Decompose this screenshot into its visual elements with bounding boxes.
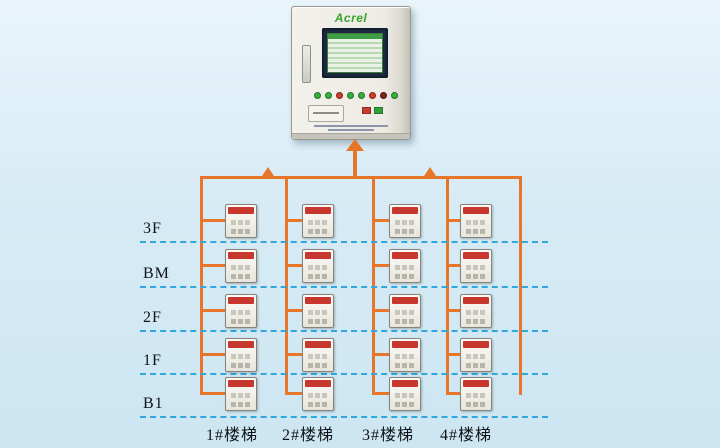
floor-label: 1F <box>143 352 162 369</box>
device-module <box>225 294 257 328</box>
lcd-screen-content <box>327 33 383 73</box>
bus-riser-line <box>446 176 449 395</box>
device-module <box>389 377 421 411</box>
led-indicator <box>391 92 398 99</box>
printer-slot <box>308 105 344 122</box>
bus-stub-line <box>375 392 389 395</box>
bus-stub-line <box>288 309 302 312</box>
device-module <box>225 338 257 372</box>
stair-label: 4#楼梯 <box>439 427 492 444</box>
device-module <box>389 338 421 372</box>
bus-riser-line <box>200 176 203 395</box>
device-module <box>389 204 421 238</box>
bus-riser-line <box>285 176 288 395</box>
device-module <box>225 249 257 283</box>
bus-stub-line <box>449 392 460 395</box>
panel-caption-line <box>328 129 374 131</box>
bus-direction-arrow-icon <box>424 167 436 176</box>
bus-stub-line <box>203 392 225 395</box>
device-module <box>460 204 492 238</box>
led-indicator <box>336 92 343 99</box>
device-module <box>389 294 421 328</box>
bus-riser-line <box>372 176 375 395</box>
indicator-led-row <box>314 92 398 99</box>
device-module <box>389 249 421 283</box>
lcd-screen <box>322 28 388 78</box>
bus-stub-line <box>449 219 460 222</box>
bus-stub-line <box>449 309 460 312</box>
device-module <box>460 249 492 283</box>
bus-stub-line <box>375 309 389 312</box>
cabinet-base <box>292 133 410 139</box>
floor-divider-line <box>140 330 548 332</box>
device-module <box>225 204 257 238</box>
stair-label: 3#楼梯 <box>361 427 414 444</box>
device-module <box>302 294 334 328</box>
led-indicator <box>369 92 376 99</box>
floor-label: B1 <box>143 395 164 412</box>
bus-stub-line <box>203 219 225 222</box>
bus-stub-line <box>288 219 302 222</box>
floor-label: BM <box>143 265 170 282</box>
led-indicator <box>380 92 387 99</box>
acrel-logo: Acrel <box>334 11 368 25</box>
device-module <box>302 338 334 372</box>
indicator-chip <box>374 107 383 114</box>
device-module <box>302 204 334 238</box>
bus-stub-line <box>203 264 225 267</box>
bus-trunk-line <box>200 176 522 179</box>
floor-label: 2F <box>143 309 162 326</box>
device-module <box>302 377 334 411</box>
device-module <box>302 249 334 283</box>
device-module <box>225 377 257 411</box>
bus-direction-arrow-icon <box>262 167 274 176</box>
bus-stub-line <box>203 353 225 356</box>
led-indicator <box>314 92 321 99</box>
bus-stub-line <box>203 309 225 312</box>
floor-divider-line <box>140 416 548 418</box>
bus-stub-line <box>375 264 389 267</box>
led-indicator <box>347 92 354 99</box>
bus-arrow-up-icon <box>346 139 364 151</box>
floor-divider-line <box>140 373 548 375</box>
bus-stub-line <box>375 353 389 356</box>
device-module <box>460 294 492 328</box>
panel-caption-line <box>314 125 388 127</box>
monitor-cabinet: Acrel <box>291 6 411 140</box>
bus-stub-line <box>375 219 389 222</box>
lcd-screen-titlebar <box>328 34 382 39</box>
gauge-tube <box>302 45 311 83</box>
bus-stub-line <box>288 264 302 267</box>
stair-label: 1#楼梯 <box>205 427 258 444</box>
led-indicator <box>358 92 365 99</box>
device-module <box>460 338 492 372</box>
bus-stub-line <box>449 264 460 267</box>
device-module <box>460 377 492 411</box>
indicator-chip <box>362 107 371 114</box>
floor-label: 3F <box>143 220 162 237</box>
floor-divider-line <box>140 286 548 288</box>
bus-stub-line <box>288 392 302 395</box>
bus-arrow-shaft <box>353 150 357 177</box>
led-indicator <box>325 92 332 99</box>
bus-riser-line <box>519 176 522 395</box>
bus-stub-line <box>288 353 302 356</box>
stair-label: 2#楼梯 <box>281 427 334 444</box>
bus-stub-line <box>449 353 460 356</box>
floor-divider-line <box>140 241 548 243</box>
